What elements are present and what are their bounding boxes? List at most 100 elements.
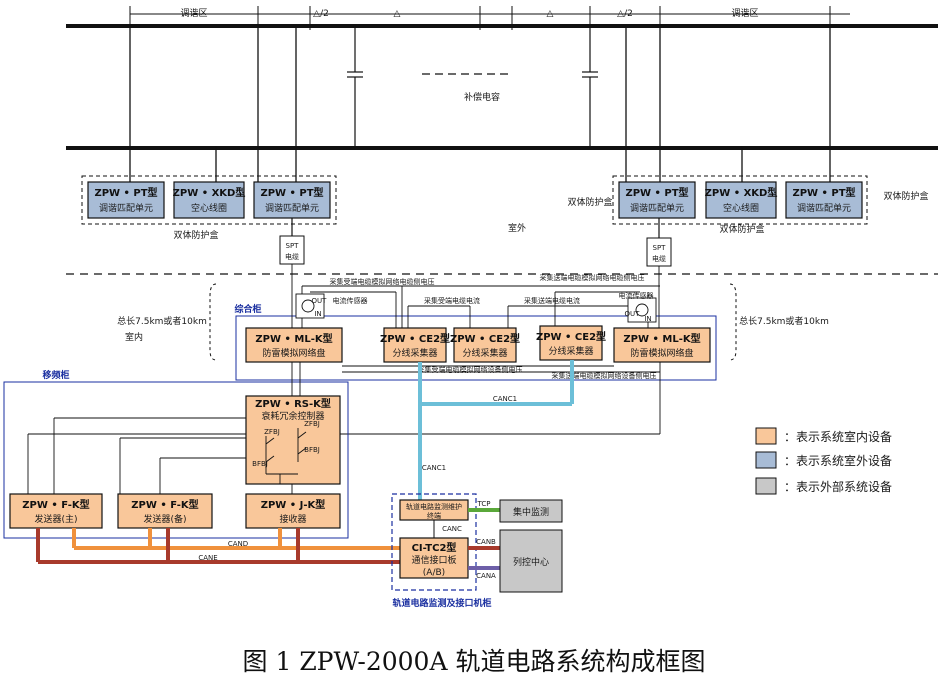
svg-text:分线采集器: 分线采集器 bbox=[548, 345, 593, 357]
svg-text:ZPW • CE2型: ZPW • CE2型 bbox=[380, 332, 450, 345]
svg-text:衰耗冗余控制器: 衰耗冗余控制器 bbox=[261, 410, 324, 422]
pt-unit-left-2: ZPW • PT型 调谐匹配单元 bbox=[253, 181, 331, 219]
delta-right-label: △ bbox=[547, 9, 554, 19]
svg-text:ZPW • PT型: ZPW • PT型 bbox=[625, 186, 688, 199]
svg-text:ZPW • ML-K型: ZPW • ML-K型 bbox=[255, 332, 332, 345]
svg-text:ZPW • F-K型: ZPW • F-K型 bbox=[131, 498, 198, 511]
current-sensor-right: OUT IN bbox=[625, 297, 657, 323]
svg-text:调谐匹配单元: 调谐匹配单元 bbox=[99, 202, 153, 214]
svg-text:ZPW • RS-K型: ZPW • RS-K型 bbox=[255, 397, 331, 410]
legend: ：表示系统室内设备 ：表示系统室外设备 ：表示外部系统设备 bbox=[755, 427, 892, 495]
figure-caption: 图 1 ZPW-2000A 轨道电路系统构成框图 bbox=[242, 647, 706, 676]
send-device-voltage-label: 采集送端电缆模拟网络设备侧电压 bbox=[552, 371, 657, 380]
freq-cabinet-wiring bbox=[53, 362, 301, 494]
dual-box-left-outline bbox=[81, 175, 337, 225]
svg-text:OUT: OUT bbox=[625, 310, 641, 318]
centralized-monitoring: 集中监测 bbox=[499, 499, 563, 523]
svg-text:空心线圈: 空心线圈 bbox=[191, 202, 227, 214]
ce2-collector-1: ZPW • CE2型 分线采集器 bbox=[380, 327, 450, 363]
current-sensor-left: OUT IN bbox=[295, 293, 327, 319]
recv-device-voltage-label: 采集受端电缆模拟网络设备侧电压 bbox=[418, 365, 523, 374]
svg-text:电缆: 电缆 bbox=[652, 254, 666, 263]
freq-shift-cabinet-outline bbox=[3, 381, 349, 539]
svg-text:轨道电路监测维护: 轨道电路监测维护 bbox=[406, 502, 462, 511]
signal-wiring-bottom bbox=[27, 362, 661, 494]
svg-text:IN: IN bbox=[644, 315, 651, 323]
legend-item-indoor: ：表示系统室内设备 bbox=[755, 427, 892, 445]
brace-left bbox=[209, 283, 217, 361]
delta-half-left-label: △/2 bbox=[313, 9, 329, 19]
svg-text:ZPW • XKD型: ZPW • XKD型 bbox=[173, 186, 246, 199]
svg-text:防雷模拟网络盘: 防雷模拟网络盘 bbox=[630, 347, 693, 359]
delta-half-right-label: △/2 bbox=[617, 9, 633, 19]
comprehensive-cabinet-label: 综合柜 bbox=[234, 303, 261, 315]
canc-label: CANC bbox=[442, 525, 462, 533]
cand-bus bbox=[72, 528, 400, 550]
recv-cable-voltage-label: 采集受端电缆模拟网络电缆侧电压 bbox=[330, 277, 435, 286]
canc1-bus bbox=[418, 360, 574, 502]
pt-unit-right-1: ZPW • PT型 调谐匹配单元 bbox=[618, 181, 696, 219]
f-k-sender-main: ZPW • F-K型 发送器(主) bbox=[9, 493, 103, 529]
svg-text:CI-TC2型: CI-TC2型 bbox=[412, 541, 457, 554]
svg-text:调谐匹配单元: 调谐匹配单元 bbox=[265, 202, 319, 214]
svg-text:ZPW • F-K型: ZPW • F-K型 bbox=[22, 498, 89, 511]
svg-text:SPT: SPT bbox=[653, 244, 667, 252]
send-cable-voltage-label: 采集送端电缆模拟网络电缆侧电压 bbox=[540, 273, 645, 282]
svg-text:分线采集器: 分线采集器 bbox=[392, 347, 437, 359]
tune-zone-right-label: 调谐区 bbox=[731, 8, 758, 19]
ml-k-network-right: ZPW • ML-K型 防雷模拟网络盘 bbox=[613, 327, 711, 363]
spt-cable-left: SPT 电缆 bbox=[279, 218, 305, 265]
recv-cable-current-label: 采集受端电缆电流 bbox=[424, 296, 480, 305]
svg-text:：表示系统室外设备: ：表示系统室外设备 bbox=[784, 453, 892, 468]
compensation-capacitor-label: 补偿电容 bbox=[464, 91, 500, 103]
ce2-collector-2: ZPW • CE2型 分线采集器 bbox=[450, 327, 520, 363]
total-length-right-label: 总长7.5km或者10km bbox=[739, 315, 829, 327]
train-control-center: 列控中心 bbox=[499, 529, 563, 593]
f-k-sender-backup: ZPW • F-K型 发送器(备) bbox=[117, 493, 213, 529]
current-sensor-right-label: 电流传感器 bbox=[619, 291, 654, 300]
indoor-label: 室内 bbox=[125, 331, 143, 343]
svg-text:ZFBJ: ZFBJ bbox=[304, 420, 320, 428]
svg-text:：表示系统室内设备: ：表示系统室内设备 bbox=[784, 429, 892, 444]
svg-text:IN: IN bbox=[314, 310, 321, 318]
canb-label: CANB bbox=[476, 538, 496, 546]
ce2-collector-3: ZPW • CE2型 分线采集器 bbox=[536, 325, 606, 361]
svg-text:通信接口板: 通信接口板 bbox=[411, 554, 456, 566]
monitoring-cabinet-label: 轨道电路监测及接口机柜 bbox=[392, 597, 491, 609]
rs-k-controller: ZPW • RS-K型 衰耗冗余控制器 ZFBJ ZFBJ BFBJ BFBJ bbox=[245, 395, 341, 485]
dual-box-right-label-b: 双体防护盒 bbox=[719, 223, 764, 235]
dual-box-left-label: 双体防护盒 bbox=[173, 229, 218, 241]
svg-text:ZPW • XKD型: ZPW • XKD型 bbox=[705, 186, 778, 199]
svg-text:分线采集器: 分线采集器 bbox=[462, 347, 507, 359]
xkd-coil-left: ZPW • XKD型 空心线圈 bbox=[173, 181, 246, 219]
dual-box-right-label-c: 双体防护盒 bbox=[883, 190, 928, 202]
svg-text:ZPW • PT型: ZPW • PT型 bbox=[260, 186, 323, 199]
rail-bottom bbox=[66, 146, 938, 150]
svg-text:ZPW • CE2型: ZPW • CE2型 bbox=[536, 330, 606, 343]
svg-text:列控中心: 列控中心 bbox=[513, 556, 549, 568]
rail-top bbox=[66, 24, 938, 28]
tcp-label: TCP bbox=[477, 500, 491, 508]
current-sensor-left-label: 电流传感器 bbox=[333, 296, 368, 305]
svg-text:ZPW • PT型: ZPW • PT型 bbox=[94, 186, 157, 199]
svg-text:ZPW • ML-K型: ZPW • ML-K型 bbox=[623, 332, 700, 345]
cane-label: CANE bbox=[198, 554, 217, 562]
monitoring-terminal: 轨道电路监测维护 终端 bbox=[399, 499, 469, 521]
pt-unit-right-2: ZPW • PT型 调谐匹配单元 bbox=[785, 181, 863, 219]
cana-label: CANA bbox=[476, 572, 496, 580]
svg-text:BFBJ: BFBJ bbox=[304, 446, 320, 454]
tune-zone-left-label: 调谐区 bbox=[180, 8, 207, 19]
pt-unit-left-1: ZPW • PT型 调谐匹配单元 bbox=[87, 181, 165, 219]
outdoor-label: 室外 bbox=[508, 222, 526, 234]
canc1-vertical-label: CANC1 bbox=[422, 464, 446, 472]
spt-cable-right: SPT 电缆 bbox=[646, 218, 672, 267]
legend-item-outdoor: ：表示系统室外设备 bbox=[755, 451, 892, 469]
svg-text:集中监测: 集中监测 bbox=[513, 506, 549, 518]
xkd-coil-right: ZPW • XKD型 空心线圈 bbox=[705, 181, 778, 219]
svg-text:防雷模拟网络盘: 防雷模拟网络盘 bbox=[262, 347, 325, 359]
svg-text:接收器: 接收器 bbox=[279, 513, 306, 525]
svg-text:空心线圈: 空心线圈 bbox=[723, 202, 759, 214]
total-length-left-label: 总长7.5km或者10km bbox=[117, 315, 207, 327]
svg-text:ZPW • J-K型: ZPW • J-K型 bbox=[261, 498, 326, 511]
